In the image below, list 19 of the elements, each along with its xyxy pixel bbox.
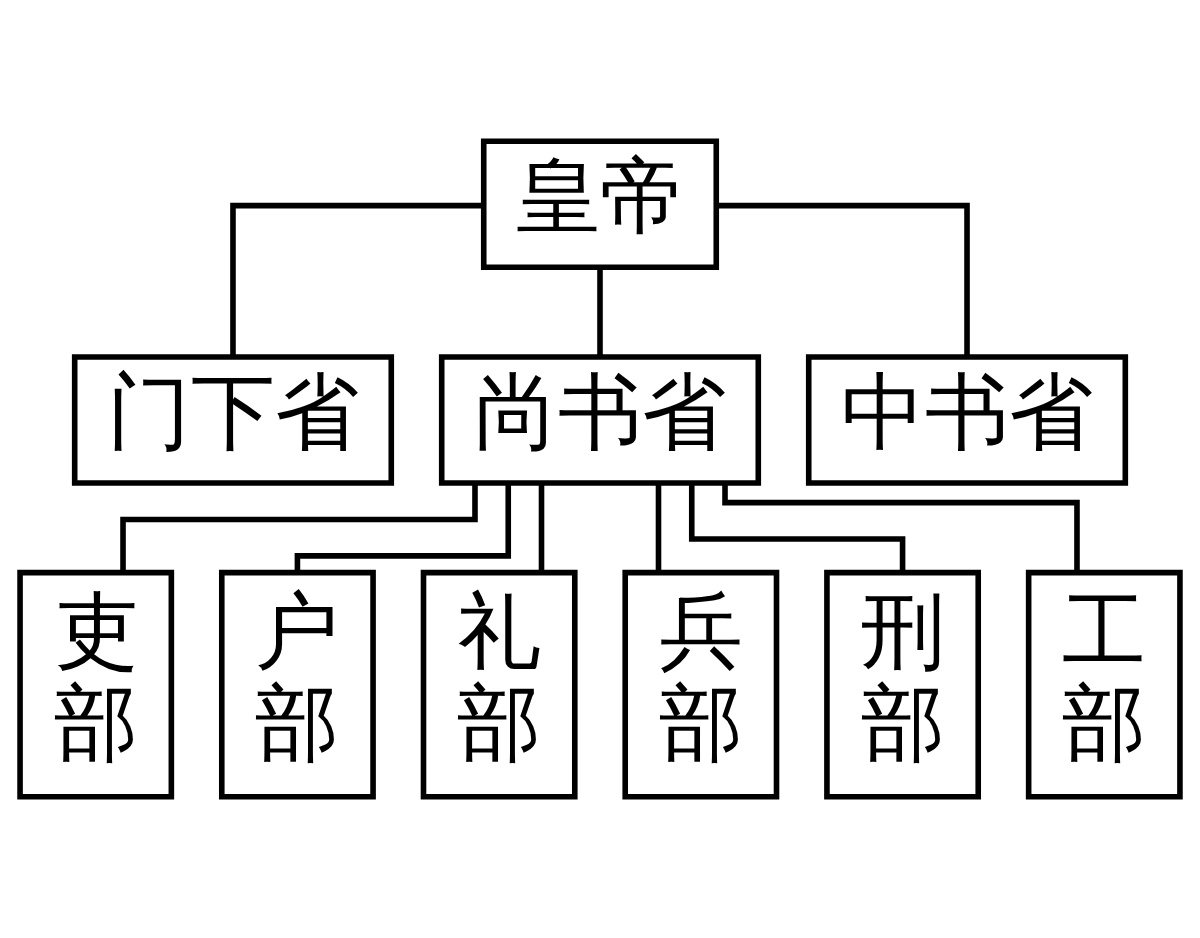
connector [120,483,478,573]
node-box: 刑部 [824,569,981,800]
node-box: 中书省 [805,354,1129,486]
node-box: 尚书省 [438,354,762,486]
node-box: 门下省 [71,354,395,486]
node-box: 皇帝 [480,138,720,271]
node-box: 吏部 [17,569,175,800]
node-box: 户部 [219,569,376,800]
connector [294,483,512,572]
node-box: 兵部 [622,569,780,800]
node-box: 礼部 [420,569,578,800]
connector [688,483,906,573]
connector [597,267,603,357]
connector [722,483,1080,573]
connector [538,484,545,573]
connector [655,484,662,573]
connector [717,202,970,357]
connector [230,202,483,357]
node-box: 工部 [1025,569,1183,800]
